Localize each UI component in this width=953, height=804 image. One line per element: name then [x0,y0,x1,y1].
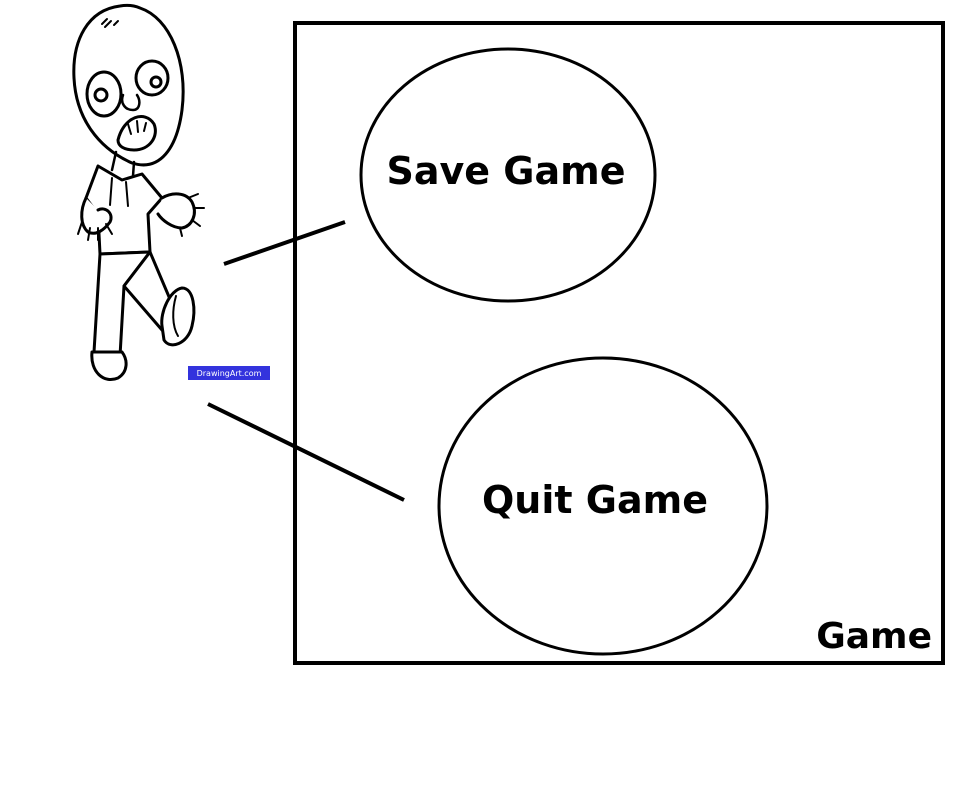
use-case-quit-game[interactable]: Quit Game [437,356,769,656]
use-case-save-game[interactable]: Save Game [359,47,657,303]
actor-watermark-text: DrawingArt.com [197,369,262,378]
use-case-save-game-ellipse [359,47,657,303]
use-case-quit-game-ellipse [437,356,769,656]
system-boundary-label: Game [816,616,932,657]
use-case-save-game-label: Save Game [387,149,626,193]
actor-watermark: DrawingArt.com [188,366,270,380]
actor-zombie-figure [72,3,205,381]
association-quit-game [207,402,405,502]
system-boundary [293,21,945,665]
association-save-game [223,220,346,266]
use-case-quit-game-label: Quit Game [482,478,708,522]
